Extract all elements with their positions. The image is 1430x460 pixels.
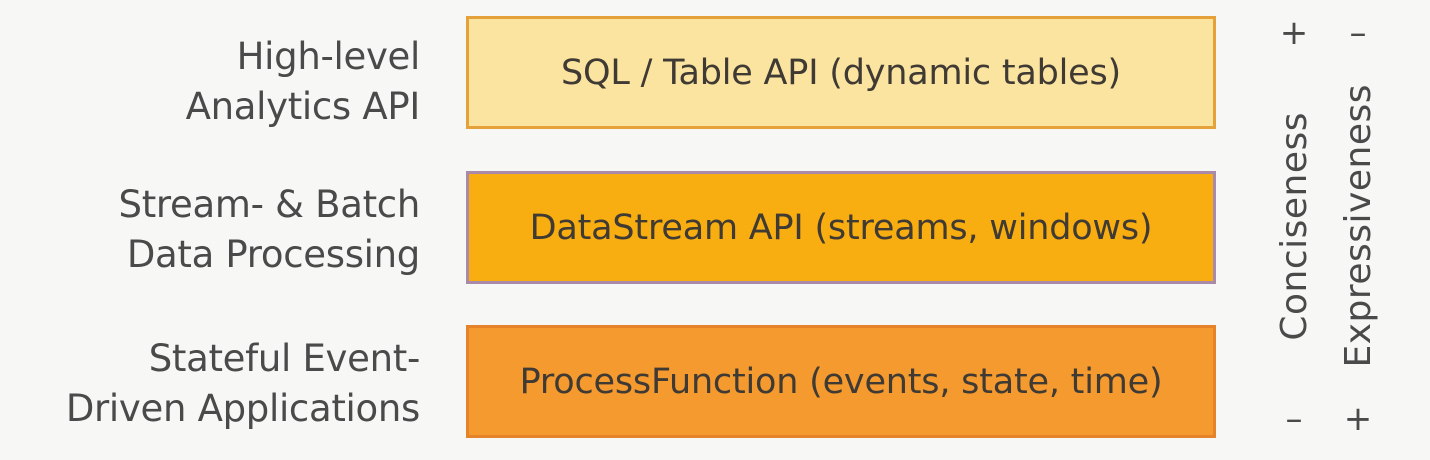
axis-expressiveness: – Expressiveness +: [1336, 16, 1380, 436]
row-label-line: Stateful Event-: [148, 337, 421, 380]
row-label-line: Analytics API: [185, 85, 421, 128]
axis-expressiveness-top-sign: –: [1349, 13, 1367, 53]
axis-expressiveness-bottom-sign: +: [1343, 398, 1373, 439]
axis-conciseness-top-sign: +: [1279, 13, 1309, 53]
layer-box-sql-table-api: SQL / Table API (dynamic tables): [466, 16, 1216, 129]
row-label-line: Driven Applications: [65, 387, 420, 430]
layer-box-datastream-api: DataStream API (streams, windows): [466, 171, 1216, 284]
row-label-stateful-event-driven: Stateful Event- Driven Applications: [20, 334, 420, 434]
layer-box-text: DataStream API (streams, windows): [529, 207, 1153, 248]
axis-conciseness-bottom-sign: –: [1285, 399, 1303, 439]
row-label-stream-batch-processing: Stream- & Batch Data Processing: [20, 180, 421, 280]
layer-box-processfunction: ProcessFunction (events, state, time): [466, 325, 1216, 438]
row-label-high-level-analytics: High-level Analytics API: [20, 32, 421, 132]
axis-conciseness-title: Conciseness: [1273, 111, 1315, 341]
axis-conciseness: + Conciseness –: [1272, 16, 1316, 436]
axis-expressiveness-title: Expressiveness: [1337, 84, 1379, 368]
layer-box-text: SQL / Table API (dynamic tables): [561, 52, 1121, 93]
row-label-line: Data Processing: [126, 233, 420, 276]
layer-box-text: ProcessFunction (events, state, time): [519, 361, 1163, 402]
row-label-line: Stream- & Batch: [118, 183, 421, 226]
row-label-line: High-level: [236, 35, 421, 78]
